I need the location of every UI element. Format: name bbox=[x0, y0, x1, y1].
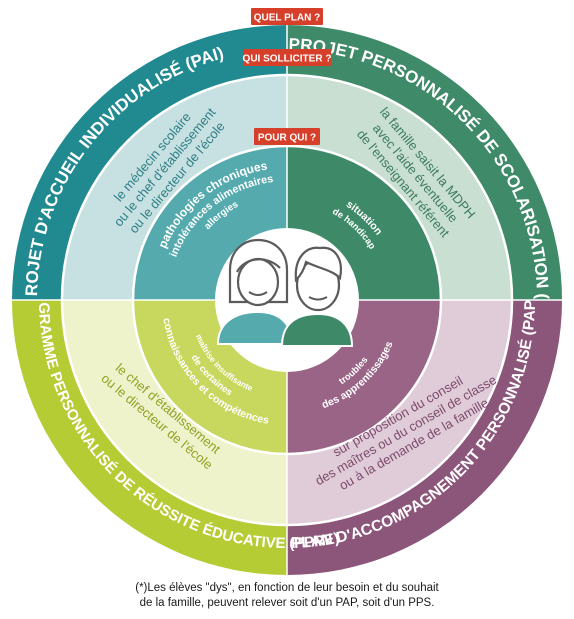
boy-avatar-icon bbox=[280, 246, 354, 347]
svg-text:QUEL PLAN ?: QUEL PLAN ? bbox=[254, 13, 320, 24]
quel-plan-tag: QUEL PLAN ? bbox=[251, 8, 323, 25]
children-avatars bbox=[215, 228, 359, 372]
svg-text:POUR QUI ?: POUR QUI ? bbox=[258, 133, 316, 144]
girl-avatar-icon bbox=[216, 238, 294, 345]
footnote-line: (*)Les élèves "dys", en fonction de leur… bbox=[135, 582, 439, 594]
footnote-line: de la famille, peuvent relever soit d'un… bbox=[139, 597, 435, 609]
footnote: (*)Les élèves "dys", en fonction de leur… bbox=[0, 581, 574, 611]
svg-text:QUI SOLLICITER ?: QUI SOLLICITER ? bbox=[243, 54, 332, 65]
pour-qui-tag: POUR QUI ? bbox=[254, 128, 320, 145]
qui-solliciter-tag: QUI SOLLICITER ? bbox=[243, 49, 332, 66]
